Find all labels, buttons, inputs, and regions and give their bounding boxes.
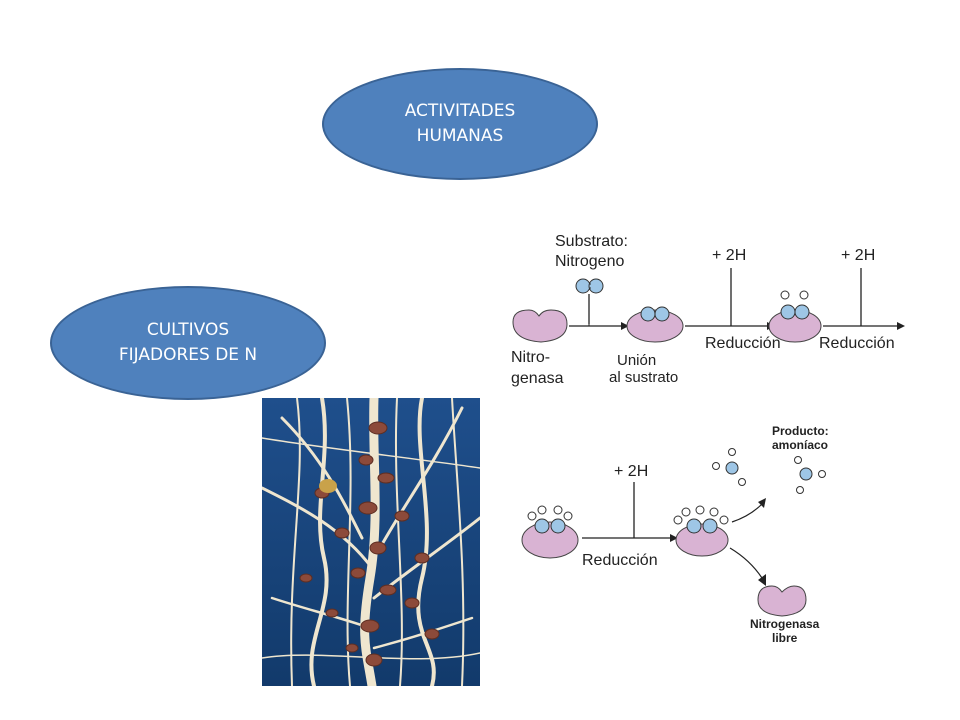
ellipse-top-line2: HUMANAS — [416, 126, 504, 146]
free-enzyme-label-1: Nitrogenasa — [750, 617, 820, 631]
ammonia-molecule-icon — [794, 456, 826, 494]
cultivos-fijadores-ellipse: CULTIVOS FIJADORES DE N — [50, 286, 326, 400]
ellipse-left-line2: FIJADORES DE N — [118, 345, 258, 365]
plus-2h: + 2H — [614, 463, 648, 480]
nitrogenase-binding-diagram: Substrato: Nitrogeno + 2H Reducción — [505, 218, 910, 390]
enzyme-substrate-complex-icon — [626, 306, 684, 343]
reduction-2: Reducción — [819, 335, 895, 352]
enzyme-label-1: Nitro- — [511, 349, 550, 366]
plus-2h-2: + 2H — [841, 247, 875, 264]
activitades-humanas-ellipse: ACTIVITADES HUMANAS — [322, 68, 598, 180]
reduction: Reducción — [582, 552, 658, 569]
ammonia-release-diagram: + 2H Reducción — [510, 420, 870, 655]
n2-molecule-icon — [575, 278, 604, 294]
free-enzyme-label-2: libre — [772, 631, 798, 645]
free-nitrogenase-icon — [757, 585, 807, 617]
substrate-label-2: Nitrogeno — [555, 253, 624, 270]
ammonia-molecule-icon — [712, 448, 746, 486]
product-label-2: amoníaco — [772, 438, 828, 452]
ellipse-top-line1: ACTIVITADES — [404, 101, 516, 121]
product-label-1: Producto: — [772, 424, 829, 438]
enzyme-label-2: genasa — [511, 370, 564, 387]
binding-label-1: Unión — [617, 352, 656, 369]
plus-2h-1: + 2H — [712, 247, 746, 264]
root-nodules-photo — [262, 398, 480, 686]
substrate-label-1: Substrato: — [555, 233, 628, 250]
binding-label-2: al sustrato — [609, 369, 678, 386]
root-nodules-illustration — [262, 398, 480, 686]
enzyme-ammonia-complex-icon — [673, 505, 729, 557]
nitrogenase-enzyme-icon — [512, 309, 568, 343]
enzyme-n2h2-complex-icon — [768, 290, 822, 343]
ellipse-left-line1: CULTIVOS — [146, 320, 230, 340]
enzyme-n2h4-complex-icon — [521, 505, 579, 559]
reduction-1: Reducción — [705, 335, 781, 352]
